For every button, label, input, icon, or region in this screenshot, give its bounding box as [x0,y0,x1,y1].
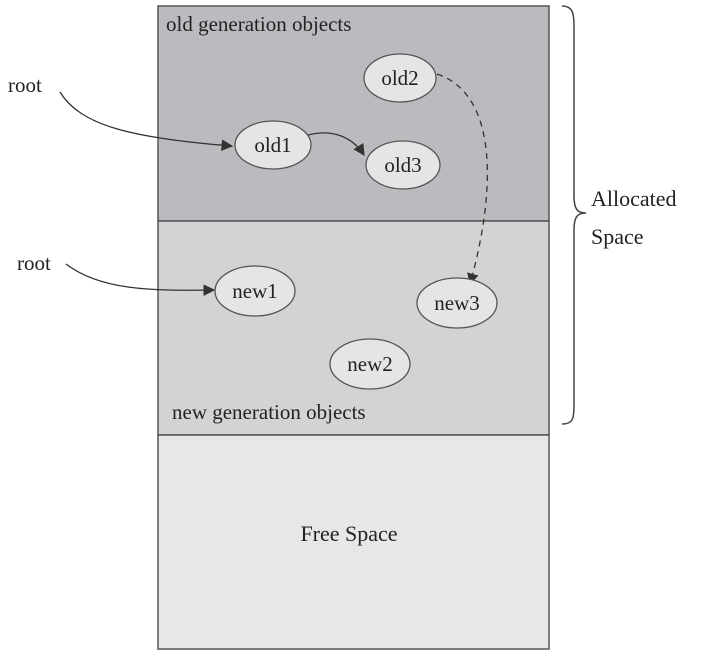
free-space-label: Free Space [300,521,397,546]
node-old1: old1 [234,120,312,170]
old-generation-region [157,5,550,222]
old2-to-new3-arrow [436,73,489,286]
node-old2: old2 [363,53,437,103]
root-label-old: root [8,73,42,97]
free-space-region [157,434,550,650]
node-new2-label: new2 [347,352,393,376]
root-to-new1-arrow [65,263,216,297]
node-new1-label: new1 [232,279,278,303]
space-label: Space [591,224,644,249]
old1-to-old3-arrow [304,132,365,156]
new-generation-label: new generation objects [172,400,366,424]
old-generation-label: old generation objects [166,12,351,36]
node-old1-label: old1 [254,133,291,157]
node-old3-label: old3 [384,153,421,177]
allocated-space-brace [561,5,587,425]
node-new1: new1 [214,265,296,317]
allocated-label: Allocated [591,186,677,211]
node-old2-label: old2 [381,66,418,90]
root-label-new: root [17,251,51,275]
node-new2: new2 [329,338,411,390]
node-old3: old3 [365,140,441,190]
node-new3-label: new3 [434,291,480,315]
root-to-old1-arrow [59,91,234,152]
node-new3: new3 [416,277,498,329]
new-generation-region [157,220,550,436]
